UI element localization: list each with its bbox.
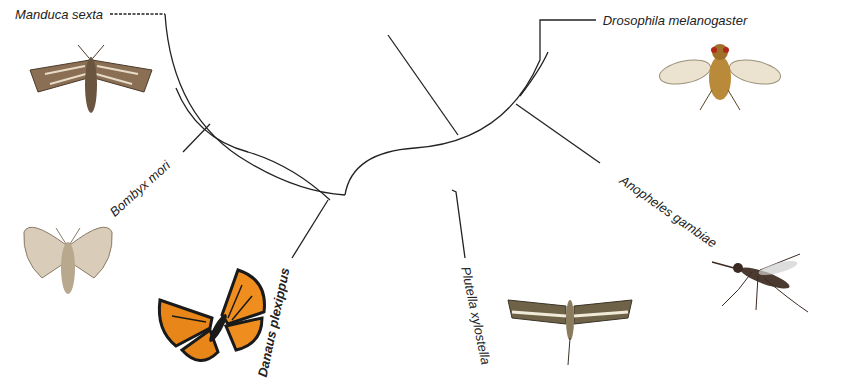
species-label: Drosophila melanogaster (603, 14, 748, 27)
mosquito-leg (722, 254, 808, 312)
species-label: Anopheles gambiae (617, 173, 719, 250)
fly-eye (723, 47, 729, 53)
moth-picture (508, 300, 632, 365)
branch-line (110, 13, 165, 14)
proboscis (712, 262, 734, 268)
fly-eye (711, 47, 717, 53)
mosquito-head (733, 263, 743, 273)
branch-line (183, 124, 210, 152)
branch-line (452, 190, 465, 258)
moth-wing (70, 227, 112, 278)
fly-wing (657, 56, 712, 88)
branch-line (388, 35, 458, 135)
fly-body (709, 56, 731, 100)
moth-body (566, 300, 574, 340)
moth-body (85, 57, 97, 113)
antenna (78, 45, 104, 58)
species-label: Manduca sexta (15, 8, 103, 21)
branch-line (516, 104, 600, 163)
branch-line (165, 14, 345, 195)
tree-branches (110, 14, 600, 258)
fly-wing (727, 56, 782, 88)
moth-picture (30, 45, 152, 113)
moth-body (61, 242, 75, 294)
moth-wing (24, 227, 66, 278)
branch-line (345, 20, 596, 195)
antenna (56, 228, 80, 244)
butterfly-picture (159, 270, 264, 361)
fly-picture (657, 44, 782, 110)
mosquito-picture (712, 254, 808, 312)
species-label: Bombyx mori (107, 158, 172, 218)
wing-vein (172, 285, 252, 322)
branch-line (520, 52, 548, 96)
butterfly-wing (226, 318, 262, 350)
butterfly-body (207, 312, 230, 344)
fly-leg (700, 90, 740, 110)
antenna (568, 338, 570, 365)
moth-picture (24, 227, 112, 294)
mosquito-wing (757, 258, 798, 278)
branch-line (292, 200, 328, 258)
species-label: Plutella xylostella (459, 265, 492, 365)
fly-head (712, 44, 728, 60)
branch-line (176, 88, 330, 200)
